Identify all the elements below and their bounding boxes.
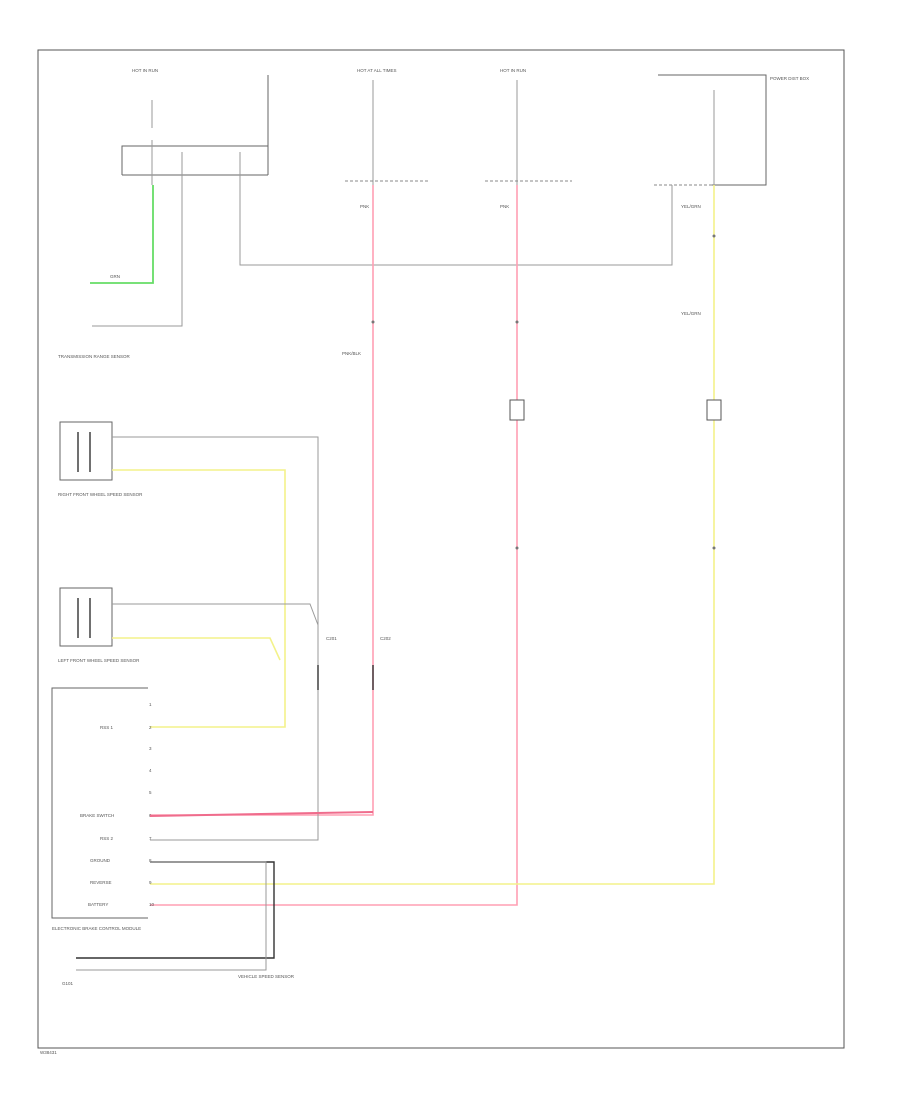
wire-pnkblk-label: PNK/BLK — [342, 351, 361, 356]
pin-2: 2 — [149, 725, 152, 730]
pin-8: 8 — [149, 858, 152, 863]
wire-pink-main — [150, 185, 374, 816]
wire-green — [90, 185, 154, 284]
signal-brake: BRAKE SWITCH — [80, 813, 114, 818]
wire-ground-2 — [76, 861, 267, 971]
connector-b-label: C202 — [380, 636, 391, 641]
signal-reverse: REVERSE — [90, 880, 112, 885]
wire-yellow-label-2: YEL/GRN — [681, 311, 701, 316]
left-front-sensor: LEFT FRONT WHEEL SPEED SENSOR — [58, 587, 140, 663]
fuse-block-2: HOT AT ALL TIMES — [345, 68, 430, 185]
corner-code: W38431 — [40, 1050, 57, 1055]
wire-yellow — [150, 185, 715, 885]
wire-gray-loop — [239, 185, 673, 266]
power-dist-box: POWER DIST BOX — [654, 74, 809, 186]
abs-module-label: ELECTRONIC BRAKE CONTROL MODULE — [52, 926, 141, 931]
wire-lf-gray — [112, 603, 319, 626]
wire-pink-2 — [150, 185, 518, 906]
vehicle-speed-label: VEHICLE SPEED SENSOR — [238, 974, 295, 979]
wire-green-label: GRN — [110, 274, 120, 279]
pin-4: 4 — [149, 768, 152, 773]
left-front-sensor-label: LEFT FRONT WHEEL SPEED SENSOR — [58, 658, 140, 663]
pin-5: 5 — [149, 790, 152, 795]
wire-pink-label-2: PNK — [500, 204, 509, 209]
power-dist-box-label: POWER DIST BOX — [770, 76, 809, 81]
pin-9: 9 — [149, 880, 152, 885]
pin-1: 1 — [149, 702, 152, 707]
right-front-sensor-label: RIGHT FRONT WHEEL SPEED SENSOR — [58, 492, 143, 497]
fuse-yellow — [706, 399, 722, 421]
fuse-block-2-label: HOT AT ALL TIMES — [357, 68, 397, 73]
signal-rss2: RSS 2 — [100, 836, 114, 841]
fuse-block-3-label: HOT IN RUN — [500, 68, 526, 73]
transmission-sensor-label: TRANSMISSION RANGE SENSOR — [58, 354, 131, 359]
diagram-frame — [37, 49, 845, 1049]
wire-gray-trans — [92, 185, 183, 327]
signal-battery: BATTERY — [88, 902, 108, 907]
ground-label: G101 — [62, 981, 74, 986]
signal-rss1: RSS 1 — [100, 725, 114, 730]
abs-module: ELECTRONIC BRAKE CONTROL MODULE 1 2 3 4 … — [51, 687, 155, 931]
pin-7: 7 — [149, 836, 152, 841]
pin-3: 3 — [149, 746, 152, 751]
wire-yellow-label: YEL/GRN — [681, 204, 701, 209]
wire-ground — [76, 861, 275, 959]
pin-10: 10 — [149, 902, 155, 907]
fuse-block-1-label: HOT IN RUN — [132, 68, 158, 73]
wire-rf-gray — [112, 436, 319, 841]
wire-red-brake — [149, 811, 374, 817]
fuse-block-3: HOT IN RUN — [485, 68, 572, 185]
connector-a-label: C201 — [326, 636, 337, 641]
signal-ground: GROUND — [90, 858, 111, 863]
wire-lf-yellow — [112, 637, 281, 661]
wire-pink-label-1: PNK — [360, 204, 369, 209]
right-front-sensor: RIGHT FRONT WHEEL SPEED SENSOR — [58, 421, 143, 497]
fuse-pink — [509, 399, 525, 421]
fuse-block-1: HOT IN RUN — [121, 68, 269, 185]
wire-rf-yellow — [112, 469, 286, 728]
